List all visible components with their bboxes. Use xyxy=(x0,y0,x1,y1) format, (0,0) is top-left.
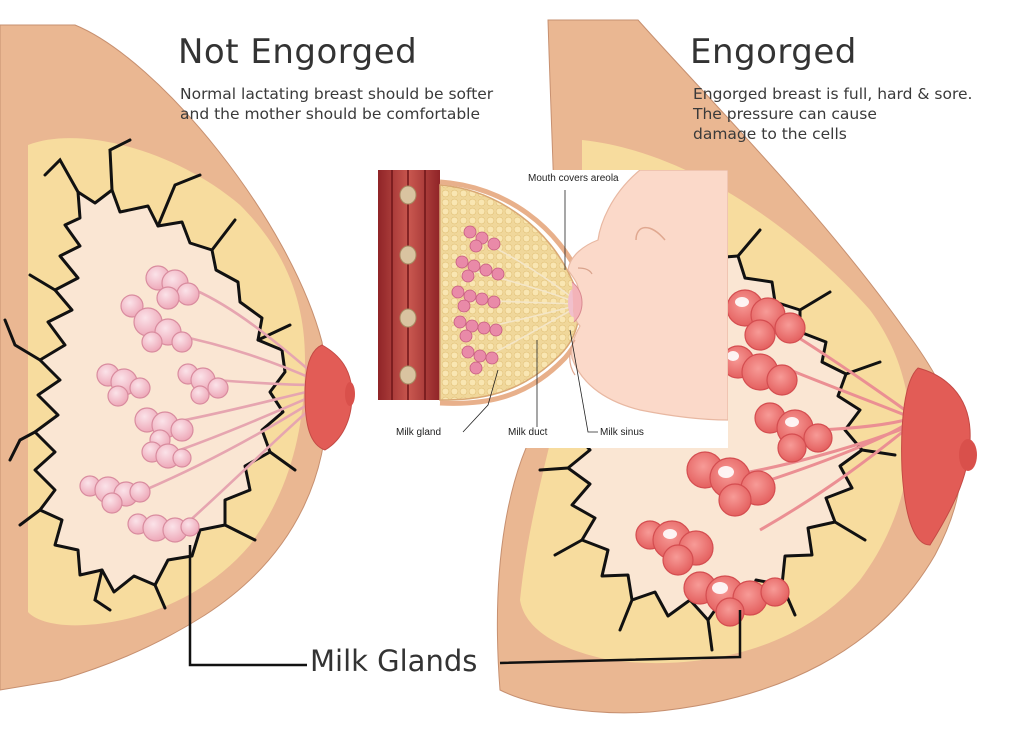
inset-baby-nostril xyxy=(577,267,593,275)
inset-baby-mouth xyxy=(571,281,583,323)
engorged-nipple xyxy=(901,367,971,546)
normal-nipple xyxy=(304,344,353,451)
engorged-description: Engorged breast is full, hard & sore. Th… xyxy=(693,84,972,144)
engorged-lobule xyxy=(754,402,833,463)
normal-lobule xyxy=(177,363,229,405)
normal-ligaments xyxy=(3,138,297,612)
not-engorged-title: Not Engorged xyxy=(178,32,418,72)
engorged-lobule xyxy=(726,289,806,351)
engorged-lobule xyxy=(686,451,776,517)
normal-lobule xyxy=(79,475,151,514)
inset-ribs xyxy=(399,185,417,385)
inset-chest-muscle xyxy=(378,170,440,400)
engorged-lobule xyxy=(683,571,790,627)
normal-milk-glands xyxy=(79,265,229,543)
normal-lobule xyxy=(96,363,151,407)
normal-nipple-tip xyxy=(345,382,355,406)
inset-leader-lines xyxy=(462,190,598,433)
engorged-milk-glands xyxy=(635,289,833,627)
inset-label-milk-duct: Milk duct xyxy=(508,427,548,438)
inset-milk-glands xyxy=(451,225,505,375)
engorged-lobule xyxy=(635,520,714,576)
not-engorged-description-line: and the mother should be comfortable xyxy=(180,105,481,123)
inset-baby-chin xyxy=(569,339,576,376)
normal-lobule xyxy=(141,441,192,469)
engorged-milk-ducts xyxy=(699,318,906,532)
engorged-nipple-tip xyxy=(959,439,977,471)
normal-lobule xyxy=(145,265,200,310)
milk-glands-pointer-lines xyxy=(188,545,742,667)
engorged-description-line: The pressure can cause xyxy=(693,105,877,123)
normal-lobule xyxy=(120,294,193,353)
inset-muscle-fibers xyxy=(391,170,426,400)
normal-lobule xyxy=(127,513,200,543)
normal-breast xyxy=(0,24,355,691)
milk-glands-label: Milk Glands xyxy=(308,644,480,678)
inset-baby-ear xyxy=(635,226,666,241)
inset-label-milk-gland: Milk gland xyxy=(396,427,442,438)
engorged-description-line: Engorged breast is full, hard & sore. xyxy=(693,85,973,103)
inset-label-mouth-covers-areola: Mouth covers areola xyxy=(528,173,619,184)
inset-label-milk-sinus: Milk sinus xyxy=(600,427,644,438)
engorged-gland-highlights xyxy=(663,297,799,594)
engorged-description-line: damage to the cells xyxy=(693,125,847,143)
not-engorged-description: Normal lactating breast should be softer… xyxy=(180,84,493,124)
not-engorged-description-line: Normal lactating breast should be softer xyxy=(180,85,494,103)
engorged-title: Engorged xyxy=(690,32,857,72)
breastfeeding-inset xyxy=(378,170,728,448)
